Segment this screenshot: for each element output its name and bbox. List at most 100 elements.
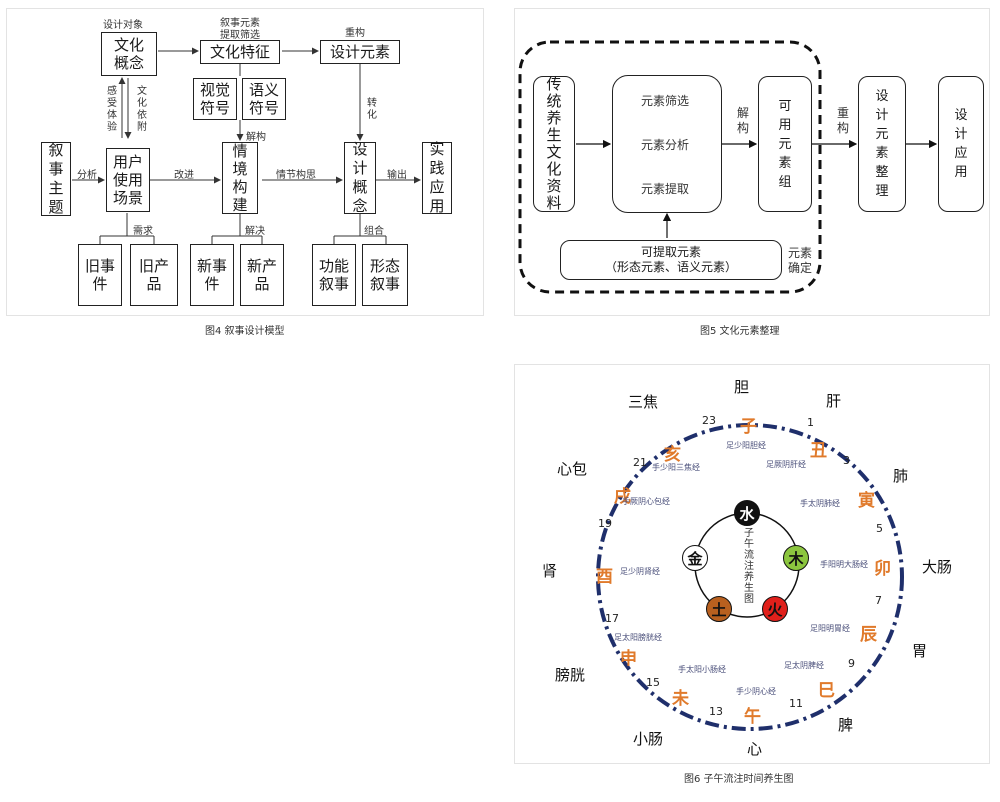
meridian-6: 手少阴心经 [736,687,776,696]
box-yonghu-changjing: 用户使用场景 [106,148,150,212]
box-xin-chanpin: 新产品 [240,244,284,306]
label-jiejue: 解决 [245,226,265,237]
organ-7: 小肠 [633,730,664,748]
box-zhengli: 设计元素整理 [858,76,906,212]
branch-11: 亥 [664,445,681,465]
organ-10: 心包 [557,460,588,478]
organ-3: 大肠 [922,558,953,576]
text-keyong: 可用元素组 [778,98,792,190]
box-gongneng-xushi: 功能叙事 [312,244,356,306]
label-wenhua-yifu: 文化依附 [137,86,147,133]
fig6-caption: 图6 子午流注时间养生图 [684,774,794,785]
box-sheji-yuansu: 设计元素 [320,40,400,64]
box-yingyong: 设计应用 [938,76,984,212]
label-shaixuan: 元素筛选 [641,94,690,108]
label-fenxi5: 元素分析 [641,138,690,152]
box-source: 传统养生文化资料 [533,76,575,212]
organ-8: 膀胱 [555,666,586,684]
box-jiu-shijian: 旧事件 [78,244,122,306]
meridian-7: 手太阳小肠经 [678,665,726,674]
label-sheji-duixiang: 设计对象 [103,20,143,31]
label-xushi-yuansu: 叙事元素 [220,18,260,29]
branch-2: 寅 [858,491,875,511]
hour-11: 21 [633,456,647,469]
organ-6: 心 [747,740,763,758]
center-title: 子午流注养生图 [744,528,754,605]
hour-0: 23 [702,414,716,427]
element-3: 土 [706,596,732,622]
box-wenhua-tezheng: 文化特征 [200,40,280,64]
organ-0: 胆 [734,378,750,396]
box-yuyi-fuhao: 语义符号 [242,78,286,120]
hour-1: 1 [807,416,814,429]
box-jiu-chanpin: 旧产品 [130,244,178,306]
hour-10: 19 [598,517,612,530]
meridian-10: 手厥阴心包经 [622,497,670,506]
box-process [612,75,722,213]
label-tiqu-shaixuan: 提取筛选 [220,30,260,41]
element-4: 金 [682,545,708,571]
branch-0: 子 [740,417,757,437]
element-2: 火 [762,596,788,622]
fig4-caption: 图4 叙事设计模型 [205,326,285,337]
branch-4: 辰 [860,625,877,645]
box-xin-shijian: 新事件 [190,244,234,306]
label-xuqiu: 需求 [133,226,153,237]
fig5-caption: 图5 文化元素整理 [700,326,780,337]
meridian-0: 足少阳胆经 [726,441,766,450]
label-shuchu: 输出 [387,170,407,181]
label-queding: 元素确定 [788,246,813,275]
meridian-4: 足阳明胃经 [810,624,850,633]
branch-9: 酉 [596,567,613,587]
text-zhengli: 设计元素整理 [875,89,889,199]
box-qingjing-goujian: 情境构建 [222,142,258,214]
element-1: 木 [783,545,809,571]
branch-3: 卯 [874,559,891,579]
fig6-panel [514,364,990,764]
meridian-8: 足太阳膀胱经 [614,633,662,642]
label-gaijin: 改进 [174,170,194,181]
organ-5: 脾 [838,716,854,734]
branch-8: 申 [620,649,637,669]
label-jiegou: 解构 [246,132,266,143]
branch-10: 戌 [614,487,631,507]
hour-6: 11 [789,697,803,710]
branch-7: 未 [672,689,689,709]
text-shijian-yingyong: 实践应用 [429,140,445,215]
text-ketiqu-sub: （形态元素、语义元素） [604,260,737,274]
box-keyong: 可用元素组 [758,76,812,212]
meridian-11: 手少阳三焦经 [652,463,700,472]
organ-2: 肺 [893,467,909,485]
box-wenhua-gainian: 文化概念 [101,32,157,76]
branch-6: 午 [744,707,761,727]
label-zhuanhua: 转化 [367,98,377,121]
label-ganshou-tiyan: 感受体验 [107,86,117,133]
box-xushi-zhuti: 叙事主题 [41,141,71,216]
branch-5: 巳 [818,681,835,701]
box-ketiqu: 可提取元素 （形态元素、语义元素） [560,240,782,280]
box-shijian-yingyong: 实践应用 [422,140,452,215]
organ-1: 肝 [826,392,842,410]
meridian-2: 手太阴肺经 [800,499,840,508]
hour-7: 13 [709,705,723,718]
label-qingjie-gousi: 情节构思 [276,170,316,181]
branch-1: 丑 [810,441,827,461]
meridian-1: 足厥阴肝经 [766,460,806,469]
hour-2: 3 [843,454,850,467]
organ-9: 肾 [542,562,558,580]
hour-4: 7 [875,594,882,607]
label-jiegou5: 解构 [736,106,749,135]
hour-8: 15 [646,676,660,689]
meridian-9: 足少阴肾经 [620,567,660,576]
box-shijue-fuhao: 视觉符号 [193,78,237,120]
hour-9: 17 [605,612,619,625]
box-sheji-gainian: 设计概念 [344,140,376,215]
hour-3: 5 [876,522,883,535]
label-chonggou5: 重构 [836,106,849,135]
label-fenxi: 分析 [77,170,97,181]
meridian-5: 足太阴脾经 [784,661,824,670]
label-tiqu5: 元素提取 [641,182,690,196]
box-xingtai-xushi: 形态叙事 [362,244,408,306]
